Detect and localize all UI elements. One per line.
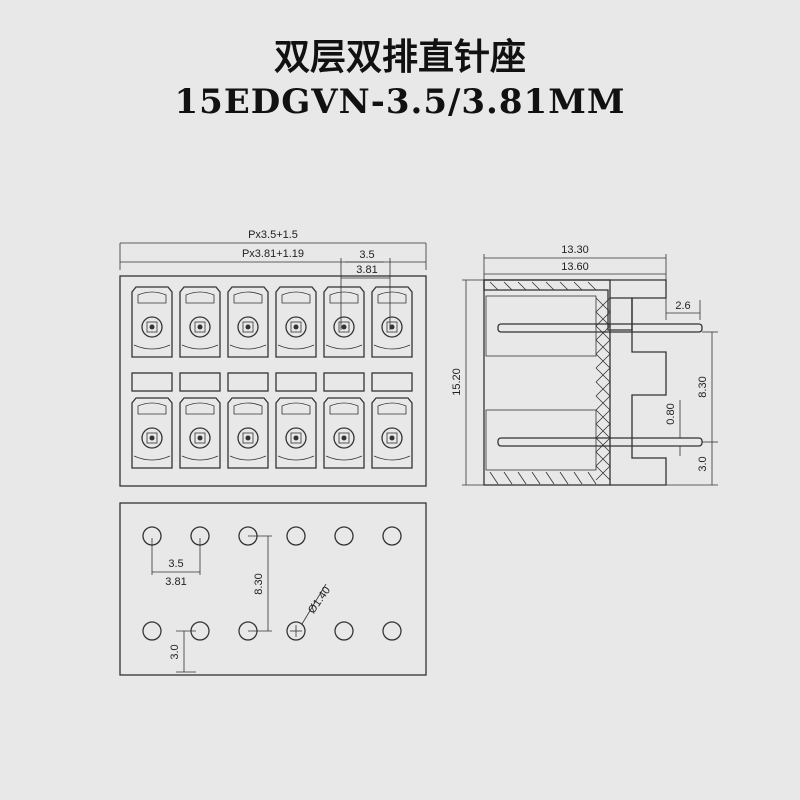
dim-pitch-b: 3.81 [356, 264, 377, 276]
terminal-bottom-6 [371, 397, 413, 469]
pcb-dim-offset: 3.0 [169, 644, 181, 659]
dim-side-width-a: 13.30 [561, 244, 589, 256]
dim-bottom: 3.0 [697, 456, 709, 471]
pcb-hole-bottom-6 [382, 621, 402, 641]
dim-pitch-a: 3.5 [359, 249, 374, 261]
slot-2 [179, 372, 221, 392]
terminal-top-3 [227, 286, 269, 358]
terminal-bottom-1 [131, 397, 173, 469]
slot-1 [131, 372, 173, 392]
terminal-bottom-5 [323, 397, 365, 469]
pcb-hole-top-4 [286, 526, 306, 546]
dim-total-width-a: Px3.5+1.5 [248, 229, 298, 241]
pcb-dim-row-spacing: 8.30 [253, 573, 265, 594]
pcb-hole-bottom-5 [334, 621, 354, 641]
dim-side-height: 15.20 [451, 368, 463, 396]
title-chinese: 双层双排直针座 [273, 37, 526, 78]
dim-total-width-b: Px3.81+1.19 [242, 248, 304, 260]
dim-pin-size: 0.80 [665, 403, 677, 424]
pcb-hole-top-5 [334, 526, 354, 546]
pcb-hole-bottom-1 [142, 621, 162, 641]
title-part-number: 15EDGVN-3.5/3.81MM [174, 82, 626, 122]
terminal-top-5 [323, 286, 365, 358]
pcb-hole-top-6 [382, 526, 402, 546]
terminal-top-6 [371, 286, 413, 358]
pcb-dim-pitch-b: 3.81 [165, 576, 186, 588]
slot-5 [323, 372, 365, 392]
side-view: 13.30 13.60 15.20 2.6 8.30 3.0 0.8 [451, 244, 718, 486]
dim-pin-ext: 2.6 [675, 300, 690, 312]
slot-6 [371, 372, 413, 392]
pcb-dim-pitch-a: 3.5 [168, 558, 183, 570]
slot-4 [275, 372, 317, 392]
terminal-top-4 [275, 286, 317, 358]
pcb-dim-hole-dia: Ø1.40 [306, 585, 333, 616]
terminal-top-1 [131, 286, 173, 358]
terminal-top-2 [179, 286, 221, 358]
terminal-bottom-4 [275, 397, 317, 469]
pcb-view: 3.5 3.81 8.30 Ø1.40 3.0 [119, 502, 427, 676]
dim-row-spacing: 8.30 [697, 376, 709, 397]
pcb-hole-bottom-4 [286, 621, 306, 641]
front-view: Px3.5+1.5 Px3.81+1.19 3.5 3.81 [119, 229, 427, 487]
slot-3 [227, 372, 269, 392]
terminal-bottom-2 [179, 397, 221, 469]
dim-side-width-b: 13.60 [561, 261, 589, 273]
terminal-bottom-3 [227, 397, 269, 469]
